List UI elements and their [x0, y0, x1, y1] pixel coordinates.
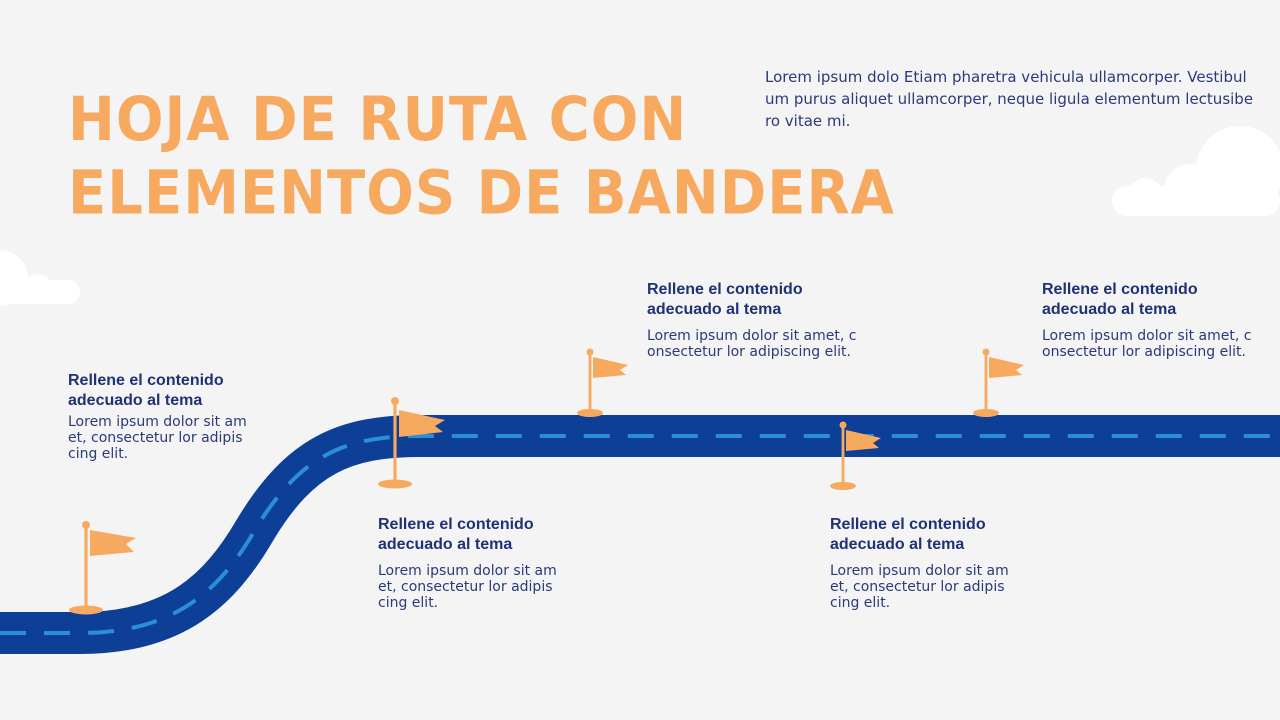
step-description: Lorem ipsum dolor sit amet, consectetur … [378, 563, 557, 611]
step-heading-line: adecuado al tema [378, 536, 513, 553]
step-heading-line: adecuado al tema [1042, 301, 1177, 318]
title-line: HOJA DE RUTA CON [68, 85, 688, 156]
step-heading-line: Rellene el contenido [378, 516, 534, 533]
flag-icon [577, 348, 628, 417]
step-heading: Rellene el contenido adecuado al tema [68, 371, 248, 411]
step-heading-line: Rellene el contenido [1042, 281, 1198, 298]
step-heading: Rellene el contenido adecuado al tema [378, 515, 558, 555]
page-title: HOJA DE RUTA CON ELEMENTOS DE BANDERA [68, 84, 895, 231]
step-heading-line: adecuado al tema [68, 392, 203, 409]
step-description: Lorem ipsum dolor sit amet, consectetur … [68, 414, 247, 462]
flag-icon [378, 397, 445, 489]
road-edge-notch [420, 457, 515, 459]
roadmap-step: Rellene el contenido adecuado al tema Lo… [647, 280, 862, 360]
title-line: ELEMENTOS DE BANDERA [68, 158, 895, 229]
step-description: Lorem ipsum dolor sit amet, consectetur … [1042, 328, 1252, 360]
cloud-left [0, 250, 80, 306]
step-heading-line: adecuado al tema [647, 301, 782, 318]
roadmap-step: Rellene el contenido adecuado al tema Lo… [830, 515, 1010, 611]
step-heading-line: adecuado al tema [830, 536, 965, 553]
step-heading: Rellene el contenido adecuado al tema [647, 280, 862, 320]
flag-icon [69, 521, 136, 615]
step-heading: Rellene el contenido adecuado al tema [1042, 280, 1257, 320]
flag-icon [830, 421, 881, 490]
step-heading: Rellene el contenido adecuado al tema [830, 515, 1010, 555]
step-heading-line: Rellene el contenido [830, 516, 986, 533]
road-center-line [0, 434, 1280, 635]
step-heading-line: Rellene el contenido [647, 281, 803, 298]
step-description: Lorem ipsum dolor sit amet, consectetur … [647, 328, 857, 360]
flag-icon [973, 348, 1024, 417]
intro-text: Lorem ipsum dolo Etiam pharetra vehicula… [765, 68, 1254, 130]
step-heading-line: Rellene el contenido [68, 372, 224, 389]
roadmap-step: Rellene el contenido adecuado al tema Lo… [1042, 280, 1257, 360]
step-description: Lorem ipsum dolor sit amet, consectetur … [830, 563, 1009, 611]
roadmap-step: Rellene el contenido adecuado al tema Lo… [378, 515, 558, 611]
cloud-top-right [1112, 126, 1280, 216]
roadmap-step: Rellene el contenido adecuado al tema Lo… [68, 371, 248, 462]
